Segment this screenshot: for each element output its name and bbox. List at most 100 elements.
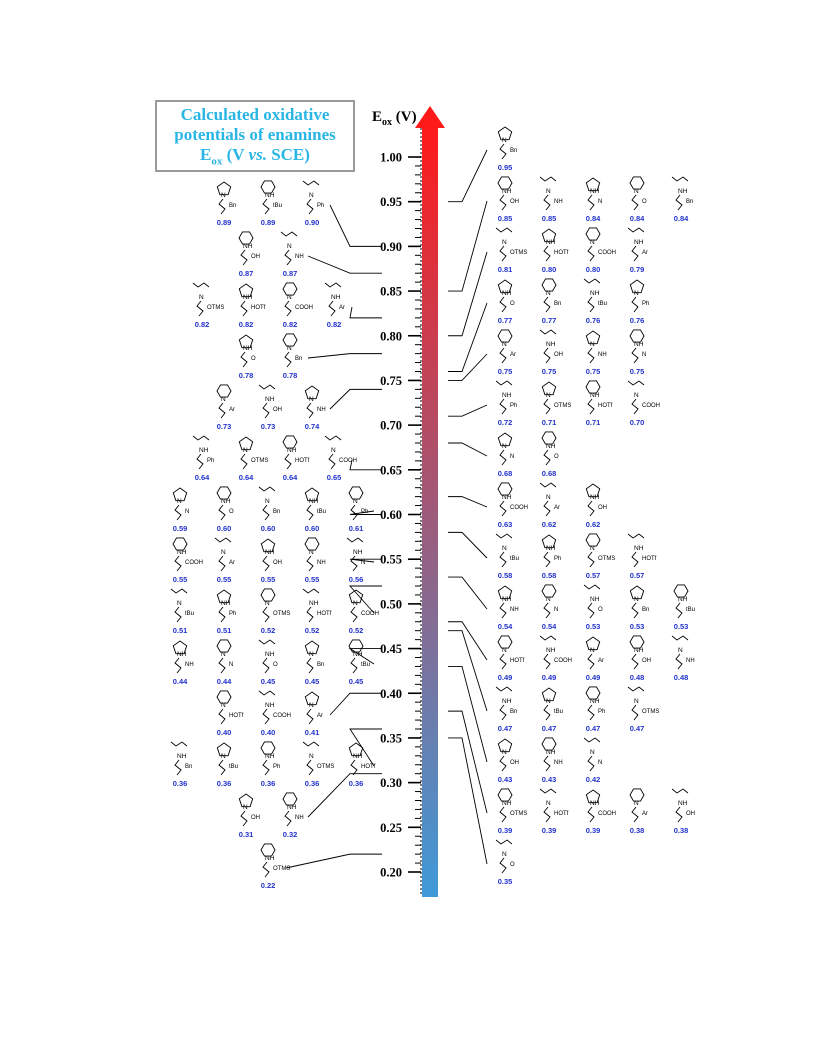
chain-bond [539, 635, 557, 641]
nitrogen-atom: N [331, 447, 336, 454]
potential-value-label: 0.81 [498, 265, 513, 274]
leader-line [448, 149, 488, 203]
substituent-label: Bn [185, 764, 192, 770]
potential-value-label: 0.52 [305, 626, 320, 635]
potential-value-label: 0.36 [217, 779, 232, 788]
ring-bond [172, 487, 188, 502]
enamine-structure: NHN [346, 537, 365, 572]
chain-bond [583, 278, 601, 284]
substituent-label: HOTf [554, 811, 569, 817]
nitrogen-atom: NH [265, 396, 275, 403]
chain-bond [170, 588, 188, 594]
potential-value-label: 0.42 [586, 775, 601, 784]
substituent-label: N [361, 560, 365, 566]
substituent-label: Ph [554, 556, 561, 562]
leader-line [349, 459, 382, 471]
enamine-structure: NHN [585, 177, 602, 211]
nitrogen-atom: NH [265, 651, 275, 658]
potential-value-label: 0.85 [542, 214, 557, 223]
enamine-structure: NAr [214, 537, 235, 572]
nitrogen-atom: NH [287, 447, 297, 454]
enamine-double-bond [675, 806, 683, 823]
potential-value-label: 0.62 [586, 520, 601, 529]
nitrogen-atom: N [634, 698, 639, 705]
title-ox: ox [211, 155, 223, 168]
nitrogen-atom: N [502, 443, 507, 450]
leader-line [285, 853, 382, 869]
ring-bond [497, 279, 513, 294]
substituent-label: tBu [361, 662, 370, 668]
enamine-double-bond [499, 296, 507, 313]
potential-value-label: 0.82 [195, 320, 210, 329]
potential-value-label: 0.38 [674, 826, 689, 835]
substituent-label: N [229, 662, 233, 668]
chain-bond [258, 486, 276, 492]
substituent-label: Ar [510, 352, 516, 358]
substituent-label: Bn [273, 509, 280, 515]
nitrogen-atom: NH [243, 243, 253, 250]
ring-bond [348, 639, 364, 653]
enamine-double-bond [543, 755, 551, 772]
enamine-double-bond [675, 602, 683, 619]
leader-line [329, 204, 382, 247]
enamine-structure: NO [495, 839, 515, 874]
ring-bond [172, 537, 188, 551]
nitrogen-atom: N [590, 545, 595, 552]
substituent-label: Bn [510, 709, 517, 715]
nitrogen-atom: N [265, 498, 270, 505]
nitrogen-atom: NH [243, 345, 253, 352]
substituent-label: tBu [185, 611, 194, 617]
potential-value-label: 0.90 [305, 218, 320, 227]
substituent-label: Ar [554, 505, 560, 511]
ring-bond [282, 435, 298, 449]
leader-line [448, 531, 488, 559]
substituent-label: COOH [510, 505, 528, 511]
potential-value-label: 0.61 [349, 524, 364, 533]
nitrogen-atom: N [502, 545, 507, 552]
substituent-label: N [598, 760, 602, 766]
nitrogen-atom: NH [353, 651, 363, 658]
substituent-label: Bn [510, 148, 517, 154]
nitrogen-atom: N [177, 600, 182, 607]
nitrogen-atom: N [502, 851, 507, 858]
enamine-structure: NPh [629, 279, 649, 313]
nitrogen-atom: N [590, 749, 595, 756]
axis-tick-label: 0.45 [380, 642, 402, 656]
enamine-double-bond [284, 351, 292, 368]
ring-bond [585, 636, 601, 651]
ring-bond [497, 176, 513, 190]
nitrogen-atom: N [502, 647, 507, 654]
potential-value-label: 0.70 [630, 418, 645, 427]
potential-value-label: 0.45 [305, 677, 320, 686]
nitrogen-atom: N [634, 290, 639, 297]
enamine-double-bond [174, 504, 182, 521]
substituent-label: O [642, 199, 647, 205]
enamine-structure: NHO [497, 279, 515, 313]
enamine-structure: NBn [497, 126, 517, 160]
axis-tick-label: 0.25 [380, 821, 402, 835]
title-line-2: potentials of enamines [174, 125, 336, 144]
enamine-structure: NHO [541, 431, 559, 466]
substituent-label: NH [295, 254, 304, 260]
enamine-double-bond [350, 555, 358, 572]
potential-value-label: 0.59 [173, 524, 188, 533]
potential-value-label: 0.53 [674, 622, 689, 631]
nitrogen-atom: N [199, 294, 204, 301]
ring-bond [348, 742, 364, 757]
axis-tick-label: 0.85 [380, 285, 402, 299]
potential-value-label: 0.64 [195, 473, 210, 482]
ring-bond [260, 843, 276, 857]
enamine-double-bond [262, 759, 270, 776]
